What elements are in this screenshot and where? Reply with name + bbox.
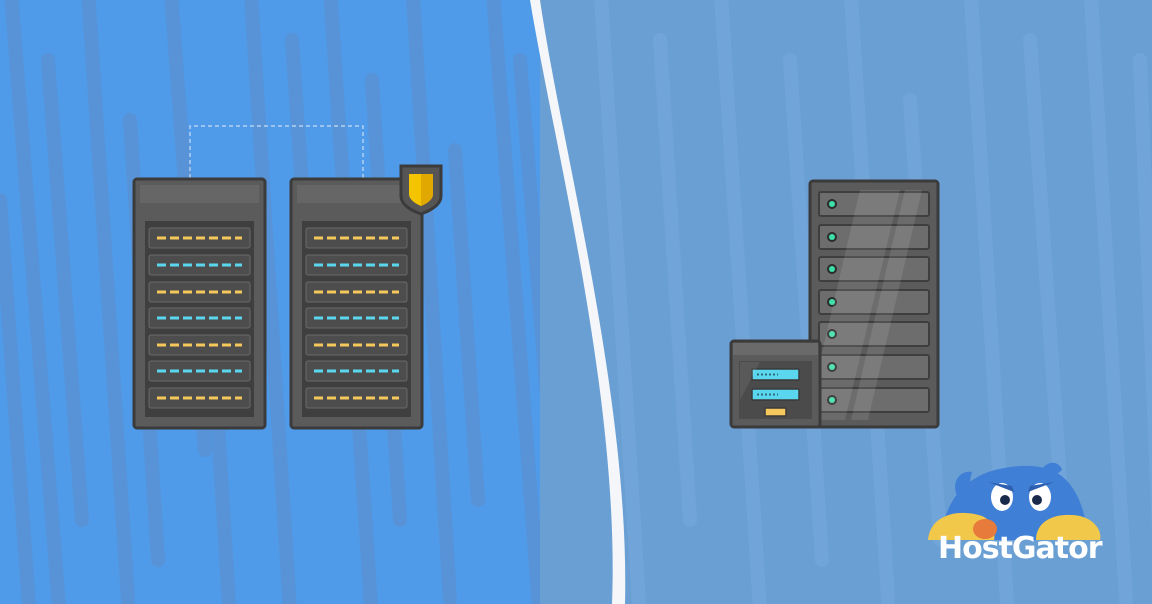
right-background: [540, 0, 1152, 604]
server-rack-1: [132, 177, 267, 430]
gator-mascot-icon: [928, 462, 1101, 540]
server-rack-2: [289, 177, 424, 430]
divider-swoosh: [530, 0, 626, 604]
dedicated-server-tower: [808, 179, 940, 429]
storage-unit: [729, 339, 822, 429]
security-shield-icon: [399, 164, 443, 216]
brand-wordmark: HostGator: [938, 531, 1103, 566]
